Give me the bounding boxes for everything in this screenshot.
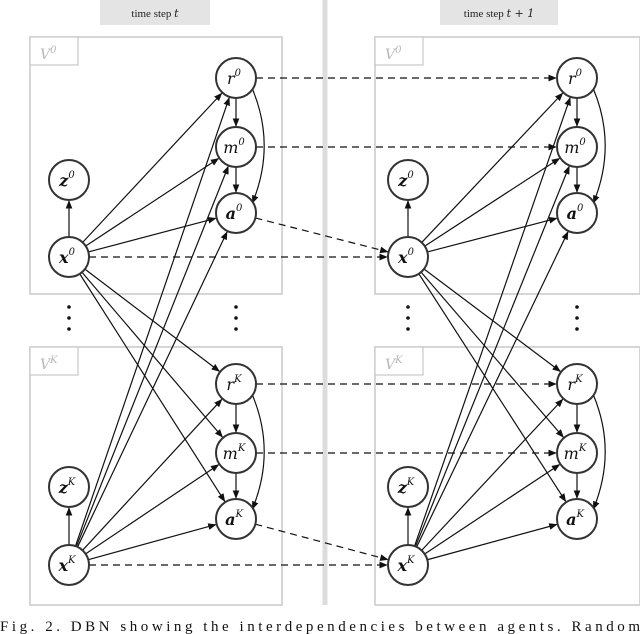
edge-x-to-r [421, 398, 564, 551]
node-label: xK [57, 555, 76, 575]
node-label: rK [567, 374, 583, 394]
node-label: aK [225, 509, 243, 529]
node-label: r0 [568, 68, 583, 88]
node-m-K: mK [556, 432, 598, 474]
plate-label: V0 [40, 45, 57, 63]
node-m-0: m0 [556, 126, 598, 168]
edge-x-to-m [424, 464, 561, 555]
plate-label: VK [385, 355, 403, 373]
edge-r-to-a [592, 394, 606, 510]
node-label: zK [397, 477, 415, 497]
node-m-K: mK [215, 432, 257, 474]
vertical-ellipsis [234, 305, 238, 331]
vertical-ellipsis [575, 305, 579, 331]
node-a-0: a0 [556, 192, 598, 234]
header-left: time step t [100, 0, 210, 25]
node-label: xK [396, 555, 415, 575]
node-label: x0 [58, 247, 76, 267]
edge-x-to-r [421, 92, 564, 243]
node-label: aK [566, 509, 584, 529]
edge-x-to-a [427, 523, 558, 561]
node-r-0: r0 [556, 57, 598, 99]
edge-r-to-a [251, 394, 265, 510]
node-label: a0 [567, 203, 584, 223]
node-m-0: m0 [215, 126, 257, 168]
edge-x-to-a [88, 523, 217, 561]
edge-x-to-r [74, 97, 230, 547]
node-a-K: aK [556, 498, 598, 540]
node-label: z0 [397, 170, 414, 190]
node-z-0: z0 [48, 159, 90, 201]
node-label: rK [226, 374, 242, 394]
node-label: r0 [227, 68, 242, 88]
plate-top-t1: V0 [374, 36, 640, 295]
node-x-K: xK [387, 544, 429, 586]
edge-x-to-a [79, 273, 226, 502]
edge-x-to-a [77, 231, 228, 548]
svg-text:time step t: time step t [131, 7, 179, 20]
header-right-prefix: time step [464, 8, 505, 20]
node-label: zK [58, 477, 76, 497]
temporal-edge-a-to-x [255, 217, 389, 254]
node-x-0: x0 [387, 236, 429, 278]
node-r-0: r0 [215, 57, 257, 99]
plate-top-t: V0 [29, 36, 283, 295]
node-label: z0 [58, 170, 75, 190]
edge-r-to-a [592, 88, 606, 204]
edge-x-to-r [84, 268, 220, 372]
header-left-var: t [174, 7, 179, 20]
edge-r-to-a [251, 88, 265, 204]
header-right: time step t + 1 [440, 0, 558, 25]
node-r-K: rK [215, 363, 257, 405]
edge-x-to-m [424, 157, 561, 247]
plate-bottom-t1: VK [374, 346, 640, 606]
edge-x-to-m [81, 271, 223, 438]
node-x-K: xK [48, 544, 90, 586]
node-x-0: x0 [48, 236, 90, 278]
temporal-edge-a-to-x [255, 523, 389, 561]
node-a-0: a0 [215, 192, 257, 234]
edge-x-to-a [427, 216, 558, 253]
edge-x-to-r [82, 92, 223, 243]
node-z-K: zK [387, 466, 429, 508]
edge-x-to-r [82, 398, 223, 551]
svg-text:time step t + 1: time step t + 1 [464, 7, 534, 20]
header-right-expr: t + 1 [507, 7, 535, 20]
plate-label: VK [40, 355, 58, 373]
edge-x-to-a [88, 217, 217, 253]
node-a-K: aK [215, 498, 257, 540]
edge-x-to-m [414, 165, 570, 547]
node-z-K: zK [48, 466, 90, 508]
edge-x-to-m [75, 165, 229, 547]
figure-caption: Fig. 2. DBN showing the interdependencie… [0, 619, 640, 634]
edge-x-to-r [423, 268, 561, 372]
node-label: m0 [564, 137, 586, 157]
node-label: m0 [223, 137, 245, 157]
edge-x-to-m [85, 464, 220, 555]
node-label: mK [564, 443, 587, 463]
vertical-ellipsis [67, 305, 71, 331]
plate-label: V0 [385, 45, 402, 63]
vertical-ellipsis [406, 305, 410, 331]
edge-x-to-m [420, 271, 564, 438]
header-left-prefix: time step [131, 8, 172, 20]
node-label: mK [223, 443, 246, 463]
edge-x-to-a [416, 231, 569, 548]
node-z-0: z0 [387, 159, 429, 201]
node-label: a0 [226, 203, 243, 223]
edge-x-to-a [418, 273, 567, 503]
edge-x-to-m [85, 158, 220, 247]
node-r-K: rK [556, 363, 598, 405]
node-label: x0 [397, 247, 415, 267]
edge-x-to-r [413, 97, 571, 547]
